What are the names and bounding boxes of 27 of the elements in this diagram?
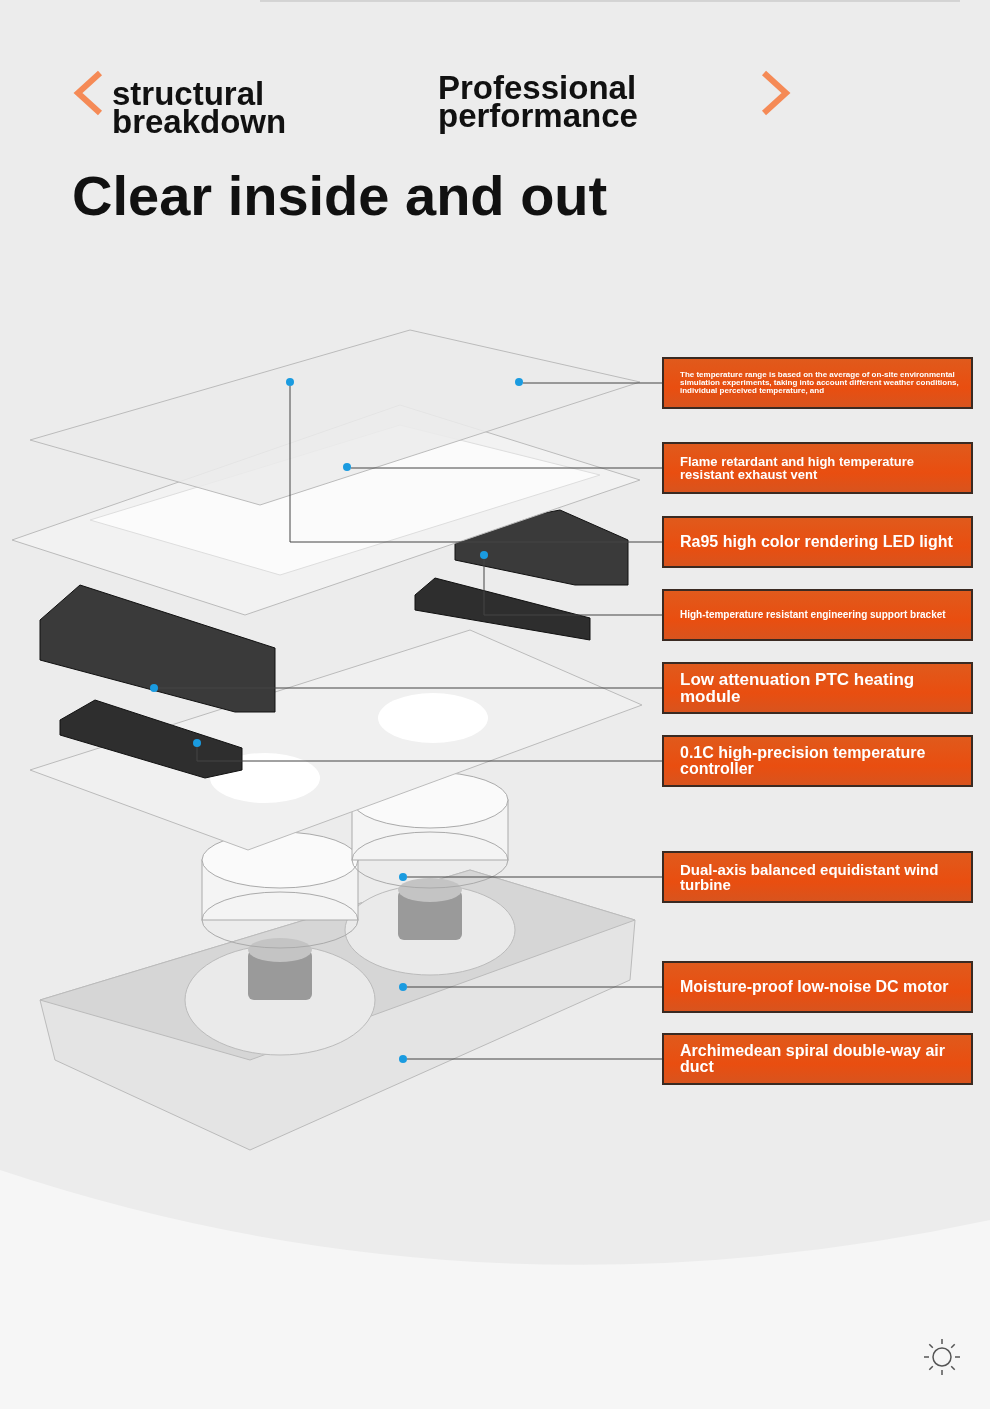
leader-dot xyxy=(515,378,523,386)
leader-line xyxy=(196,746,663,762)
callout-box: 0.1C high-precision temperature controller xyxy=(662,735,973,787)
leader-dot xyxy=(193,739,201,747)
leader-dot xyxy=(150,684,158,692)
leader-dot xyxy=(343,463,351,471)
leader-line xyxy=(522,382,663,384)
callout-box: The temperature range is based on the average of on-site environmental simulation experiments, taking into account different weather conditions, individual perceived temperature, and xyxy=(662,357,973,409)
callout-box: Archimedean spiral double-way air duct xyxy=(662,1033,973,1085)
leader-line xyxy=(406,986,663,988)
heading-text: structural breakdown xyxy=(112,80,288,137)
callout-box: Low attenuation PTC heating module xyxy=(662,662,973,714)
leader-dot xyxy=(480,551,488,559)
leader-line xyxy=(406,876,663,878)
callout-box: High-temperature resistant engineering support bracket xyxy=(662,589,973,641)
callout-box: Moisture-proof low-noise DC motor xyxy=(662,961,973,1013)
callout-box: Ra95 high color rendering LED light xyxy=(662,516,973,568)
leader-line xyxy=(289,385,663,543)
leader-dot xyxy=(399,873,407,881)
leader-line xyxy=(406,1058,663,1060)
leader-dot xyxy=(399,1055,407,1063)
callout-box: Flame retardant and high temperature resistant exhaust vent xyxy=(662,442,973,494)
page-title: Clear inside and out xyxy=(72,168,608,224)
leader-line xyxy=(350,467,663,469)
leader-dot xyxy=(286,378,294,386)
leader-dot xyxy=(399,983,407,991)
callout-box: Dual-axis balanced equidistant wind turbine xyxy=(662,851,973,903)
